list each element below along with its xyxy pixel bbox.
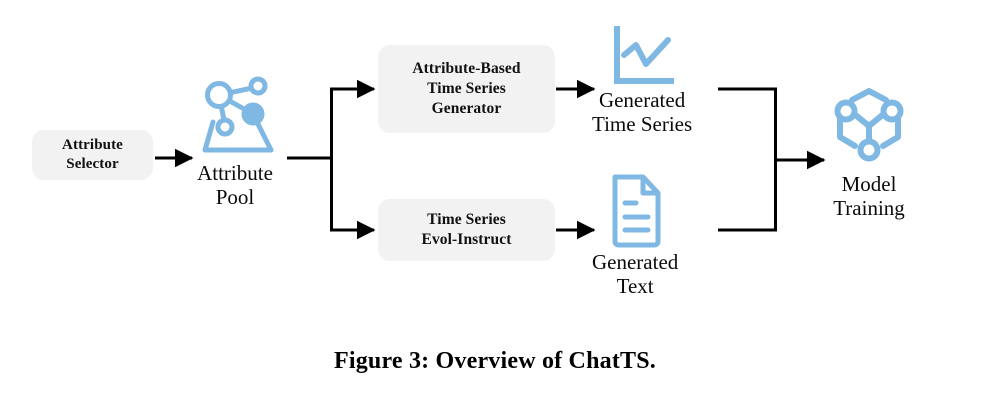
- box-ts-generator-text: Attribute-Based Time Series Generator: [412, 60, 521, 117]
- graph-nodes-pool-icon: [202, 76, 274, 153]
- line-chart-icon: [614, 26, 675, 84]
- node-generated-text[interactable]: Generated Text: [592, 173, 678, 298]
- node-model-training[interactable]: Model Training: [828, 88, 910, 220]
- box-attribute-selector[interactable]: Attribute Selector: [32, 130, 153, 180]
- figure-caption: Figure 3: Overview of ChatTS.: [334, 348, 656, 374]
- hexagon-network-icon: [834, 88, 904, 162]
- node-generated-time-series-caption: Generated Time Series: [592, 88, 693, 136]
- node-attribute-pool-caption: Attribute Pool: [197, 161, 273, 209]
- node-model-training-caption: Model Training: [833, 172, 905, 220]
- node-attribute-pool[interactable]: Attribute Pool: [188, 74, 282, 209]
- box-attribute-based-time-series-generator[interactable]: Attribute-Based Time Series Generator: [378, 45, 555, 133]
- node-generated-time-series[interactable]: Generated Time Series: [592, 26, 692, 136]
- box-attribute-selector-text: Attribute Selector: [62, 136, 123, 172]
- document-icon: [612, 174, 661, 248]
- box-evol-instruct-text: Time Series Evol-Instruct: [421, 211, 512, 248]
- box-time-series-evol-instruct[interactable]: Time Series Evol-Instruct: [378, 199, 555, 261]
- node-generated-text-caption: Generated Text: [592, 250, 679, 298]
